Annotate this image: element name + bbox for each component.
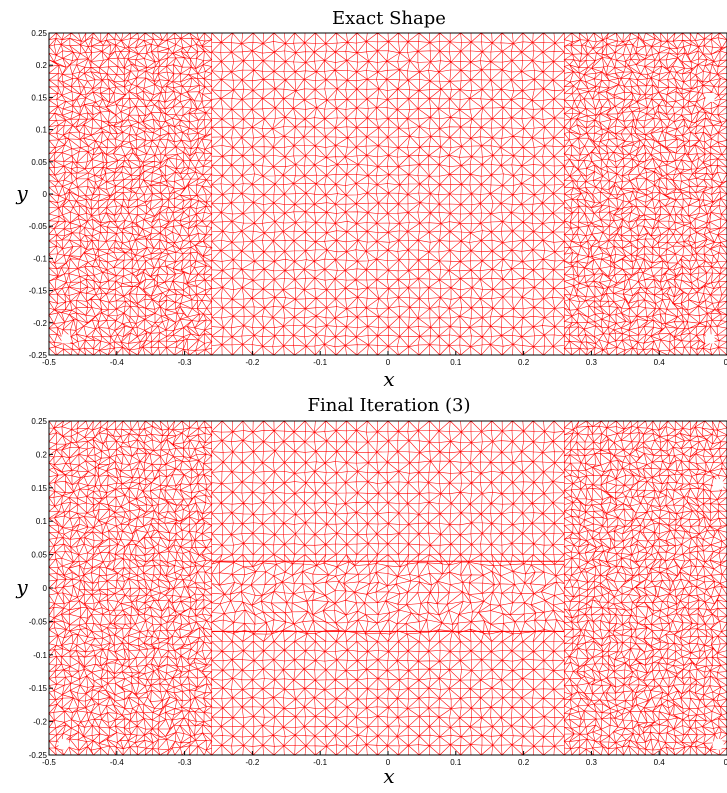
x-ticks: -0.5 -0.4 -0.3 -0.2 -0.1 0 0.1 0.2 0.3 0.4 0. [42,351,727,367]
x-tick-label: -0.1 [313,358,327,367]
y-tick-label: 0.25 [31,29,47,38]
x-tick-label: 0.1 [450,758,462,767]
y-axis-label: y [15,181,28,205]
y-tick-label: 0.15 [31,93,47,102]
y-tick-label: -0.25 [29,351,48,360]
panel-final-iteration: Final Iteration (3) -0.5 -0.4 -0.3 -0.2 -0.1… [15,395,727,788]
x-tick-label: -0.3 [178,758,192,767]
y-tick-label: -0.05 [29,222,48,231]
plot-title: Exact Shape [332,8,446,29]
x-tick-label: 0 [386,358,391,367]
x-tick-label: -0.2 [246,758,260,767]
y-tick-label: -0.2 [33,718,47,727]
x-tick-label: 0. [724,758,727,767]
y-tick-label: -0.1 [33,651,47,660]
hole-circle [712,478,724,491]
x-tick-label: 0.2 [518,358,530,367]
x-tick-label: 0 [386,758,391,767]
x-tick-label: -0.1 [313,758,327,767]
x-axis-label: x [383,764,394,788]
y-tick-label: 0.05 [31,551,47,560]
x-tick-label: -0.2 [246,358,260,367]
x-tick-label: 0.4 [654,358,666,367]
x-tick-label: 0.3 [586,758,598,767]
y-tick-label: -0.2 [33,319,47,328]
y-tick-label: -0.25 [29,751,48,760]
y-tick-label: 0.2 [36,61,48,70]
y-tick-label: 0.25 [31,417,47,426]
y-ticks: -0.25 -0.2 -0.15 -0.1 -0.05 0 0.05 0.1 0.15 0.2 0.… [29,29,53,360]
hole-square [705,334,715,344]
y-tick-label: -0.15 [29,287,48,296]
panel-exact-shape: Exact Shape -0.5 -0.4 -0.3 -0.2 -0.1 0 0.1 0.2 0… [15,8,727,391]
x-ticks: -0.5 -0.4 -0.3 -0.2 -0.1 0 0.1 0.2 0.3 0.4 0. [42,751,727,767]
x-tick-label: -0.3 [178,358,192,367]
y-tick-label: 0 [43,190,48,199]
y-axis-label: y [15,575,28,599]
y-tick-label: 0.05 [31,158,47,167]
x-tick-label: 0.2 [518,758,530,767]
mesh-edges [48,32,727,356]
x-tick-label: 0.4 [654,758,666,767]
y-tick-label: -0.05 [29,617,48,626]
x-tick-label: 0.3 [586,358,598,367]
mesh-holes [58,478,724,750]
x-tick-label: -0.4 [110,358,124,367]
y-ticks: -0.25 -0.2 -0.15 -0.1 -0.05 0 0.05 0.1 0.15 0.2 0.… [29,417,53,760]
hole-square [705,92,715,102]
y-tick-label: -0.15 [29,684,48,693]
y-tick-label: 0.2 [36,450,48,459]
plot-title: Final Iteration (3) [307,395,470,416]
hole-circle [58,738,70,750]
x-tick-label: -0.5 [42,358,56,367]
x-tick-label: 0. [724,358,727,367]
y-tick-label: -0.1 [33,254,47,263]
hole-square [61,334,71,344]
y-tick-label: 0 [43,584,48,593]
x-tick-label: 0.1 [450,358,462,367]
x-tick-label: -0.5 [42,758,56,767]
y-tick-label: 0.1 [36,517,48,526]
x-axis-label: x [383,367,394,391]
y-tick-label: 0.1 [36,126,48,135]
y-tick-label: 0.15 [31,484,47,493]
hole-circle [712,738,724,750]
mesh-holes [61,92,715,344]
mesh-triangulation [48,32,727,356]
x-tick-label: -0.4 [110,758,124,767]
